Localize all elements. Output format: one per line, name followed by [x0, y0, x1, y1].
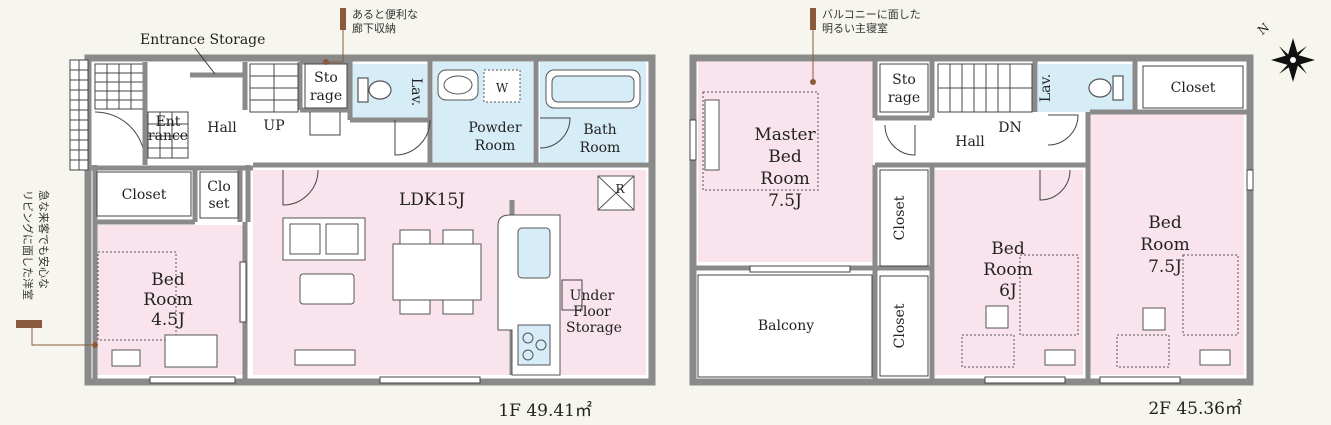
- entrance-label-line1: Ent: [156, 114, 181, 130]
- refrigerator-label: R: [615, 182, 625, 196]
- entrance-porch-tiles: [69, 59, 189, 171]
- floor-1: Sto rage Lav. W Powder Room Bath Room En…: [16, 8, 656, 421]
- room-fill-master: [698, 62, 873, 262]
- closet-top-2f-label: Closet: [1171, 80, 1216, 96]
- closet-1f-label: Closet: [122, 187, 167, 203]
- room-fill-bed-6: [935, 170, 1083, 375]
- toilet-icon: [357, 77, 392, 103]
- windows-2f: [689, 119, 1254, 384]
- callout-hallway-storage-line1: あると便利な: [352, 8, 418, 21]
- floor1-area-label: 1F 49.41㎡: [498, 401, 592, 421]
- master-bed-room-label-line3: Room: [760, 169, 809, 189]
- under-floor-storage-label-line3: Storage: [566, 320, 622, 336]
- washer-icon: [483, 69, 521, 103]
- master-bed-room-label-line2: Bed: [768, 147, 802, 167]
- floor1-outer-wall: [84, 54, 656, 386]
- storage-2f-label-line1: Sto: [892, 72, 916, 88]
- floor2-area-label: 2F 45.36㎡: [1148, 399, 1242, 419]
- under-floor-storage-label-line2: Floor: [573, 304, 611, 320]
- storage-2f-label-line2: rage: [888, 90, 920, 106]
- callout-guest-room-line2: リビングに面した洋室: [21, 190, 35, 300]
- floor-2: Sto rage Lav. Closet Hall DN Closet Clos…: [689, 8, 1254, 419]
- ldk-furniture: [282, 217, 482, 366]
- callout-hallway-storage-line2: 廊下収納: [352, 21, 396, 35]
- balcony-label: Balcony: [758, 318, 814, 334]
- powder-room-label-line2: Room: [475, 138, 516, 154]
- room-fill-bed-75: [1090, 112, 1244, 375]
- compass-north-label: N: [1255, 20, 1272, 37]
- bed-room-45-label-line1: Bed: [151, 270, 185, 290]
- callout-guest-room-line1: 急な来客でも安心な: [37, 190, 51, 289]
- bed-room-45-label-line3: 4.5J: [151, 310, 185, 330]
- bed-room-6-label-line2: Room: [983, 260, 1032, 280]
- hall-2f-label: Hall: [955, 134, 985, 150]
- bath-room-label-line2: Room: [580, 140, 621, 156]
- stairs-up-label: UP: [263, 118, 284, 134]
- stove-icon: [517, 324, 551, 366]
- bath-room-label-line1: Bath: [583, 122, 616, 138]
- door-swings-1f: [282, 112, 571, 206]
- sink-icon: [517, 227, 551, 279]
- master-bed-room-label-line4: 7.5J: [768, 191, 802, 211]
- callout-master-room-line1: バルコニーに面した: [822, 8, 921, 21]
- washer-label: W: [496, 81, 509, 95]
- storage-1f-label-line2: rage: [310, 88, 342, 104]
- floor2-outer-wall: [689, 54, 1254, 386]
- washbasin-icon: [437, 69, 479, 101]
- lavatory-2f-label: Lav.: [1038, 74, 1054, 102]
- callout-master-room-line2: 明るい主寝室: [822, 21, 888, 35]
- bed-room-6-label-line1: Bed: [991, 239, 1025, 259]
- bed-room-75-label-line2: Room: [1140, 235, 1189, 255]
- stairs-up: [249, 63, 299, 113]
- closet-low-2f-label: Closet: [892, 303, 908, 348]
- windows-1f: [149, 261, 481, 384]
- powder-room-label-line1: Powder: [468, 120, 522, 136]
- bed-room-75-label-line3: 7.5J: [1148, 257, 1182, 277]
- bed-room-45-label-line2: Room: [143, 290, 192, 310]
- under-floor-storage-label-line1: Under: [570, 288, 615, 304]
- door-swings-2f: [884, 114, 1079, 201]
- ldk-label: LDK15J: [399, 190, 465, 210]
- closet-small-label-line1: Clo: [207, 179, 231, 195]
- bed-room-75-label-line1: Bed: [1148, 213, 1182, 233]
- toilet-icon-2f: [1088, 75, 1124, 101]
- entrance-storage-label: Entrance Storage: [140, 32, 265, 48]
- master-bed-room-label-line1: Master: [754, 125, 816, 145]
- closet-small-label-line2: set: [208, 196, 229, 212]
- closet-mid-2f-label: Closet: [892, 195, 908, 240]
- stairs-down: [937, 63, 1033, 113]
- hall-1f-label: Hall: [207, 120, 237, 136]
- storage-1f-label-line1: Sto: [314, 70, 338, 86]
- entrance-label-line2: rance: [148, 128, 188, 144]
- bed-room-6-label-line3: 6J: [999, 281, 1017, 301]
- compass-star-icon: [1271, 38, 1315, 82]
- stairs-down-label: DN: [998, 120, 1021, 136]
- lavatory-1f-label: Lav.: [408, 78, 424, 106]
